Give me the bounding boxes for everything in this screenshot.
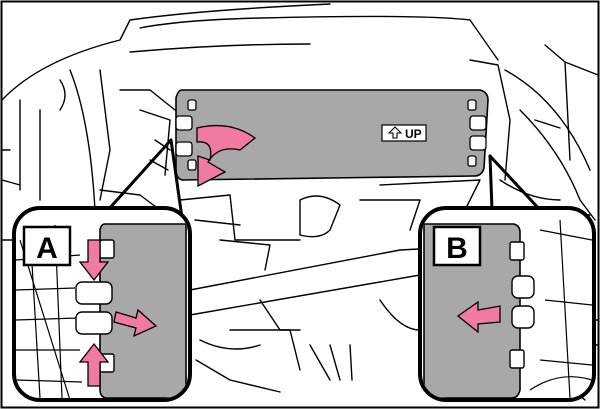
callout-b-clip (509, 241, 535, 369)
tilt-cover-arrow-icon (196, 124, 257, 188)
up-marking: UP (381, 124, 427, 142)
callout-b-letter: B (446, 232, 468, 265)
slide-left-arrow-icon (456, 300, 501, 334)
left-clip-assembly (175, 99, 197, 171)
callout-b-background-lines (529, 219, 592, 398)
up-arrow-icon (387, 126, 403, 139)
up-label: UP (405, 127, 422, 141)
right-clip-assembly (467, 99, 487, 167)
callout-a-letter: A (36, 232, 58, 265)
pull-out-arrow-icon (113, 308, 158, 338)
callout-connectors (106, 138, 544, 220)
callout-a-cover (99, 223, 187, 398)
push-up-arrow-icon (78, 342, 110, 387)
filter-cover: UP (175, 89, 489, 188)
callout-b: B (418, 206, 596, 402)
callout-a: A (12, 206, 192, 402)
push-down-arrow-icon (78, 239, 110, 282)
callout-a-clip (75, 239, 115, 373)
